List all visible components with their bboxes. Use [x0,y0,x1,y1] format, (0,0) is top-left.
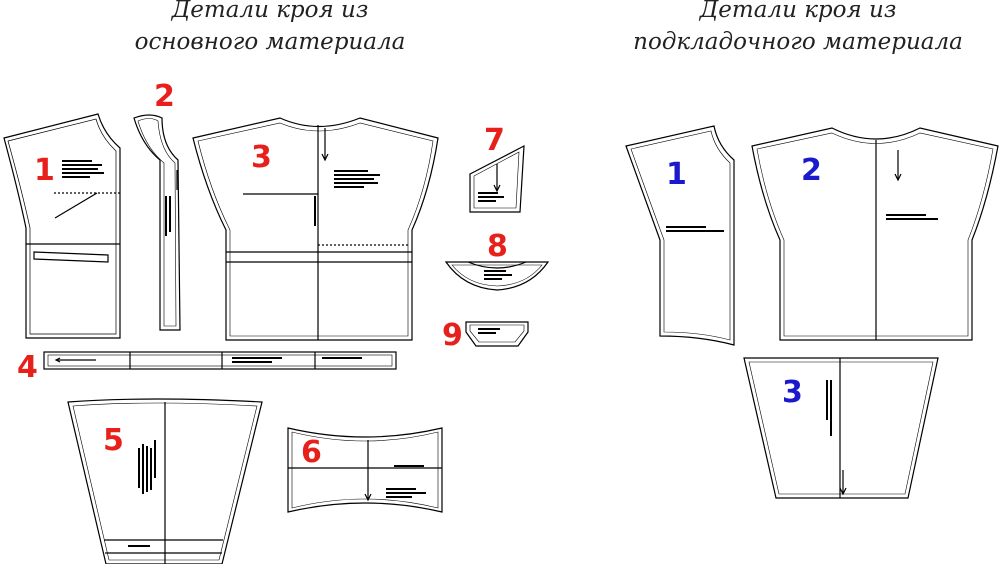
main-piece-8-collar [444,261,550,291]
main-piece-9-tab [465,321,529,347]
main-piece-7-pocket [469,144,525,213]
main-number-4: 4 [17,350,38,385]
main-material-heading-line2: основного материала [134,29,406,55]
lining-material-heading: Детали кроя из подкладочного материала [588,0,1000,58]
main-piece-6-band [287,427,443,513]
lining-piece-3-panel [743,357,939,499]
main-piece-3-label-block [314,170,380,226]
main-number-2: 2 [154,79,175,114]
main-number-6: 6 [301,435,322,470]
main-piece-1-front [3,113,121,339]
main-piece-3-back [192,117,439,341]
main-number-3: 3 [251,140,272,175]
lining-number-2: 2 [801,153,822,188]
lining-piece-2-back [751,127,999,341]
main-piece-4-belt [43,351,397,370]
main-number-7: 7 [484,123,505,158]
main-piece-1-label-block [62,160,104,178]
main-number-1: 1 [34,153,55,188]
main-piece-2-facing [133,114,181,331]
main-number-5: 5 [103,423,124,458]
lining-material-heading-line2: подкладочного материала [633,29,963,55]
lining-piece-1-front [625,125,735,346]
main-piece-5-label-block [138,440,156,494]
main-material-heading: Детали кроя из основного материала [60,0,480,58]
lining-material-heading-line1: Детали кроя из [699,0,897,23]
main-number-8: 8 [487,229,508,264]
main-piece-5-panel [67,398,263,564]
main-material-heading-line1: Детали кроя из [171,0,369,23]
lining-number-3: 3 [782,375,803,410]
lining-number-1: 1 [666,157,687,192]
main-number-9: 9 [442,318,463,353]
